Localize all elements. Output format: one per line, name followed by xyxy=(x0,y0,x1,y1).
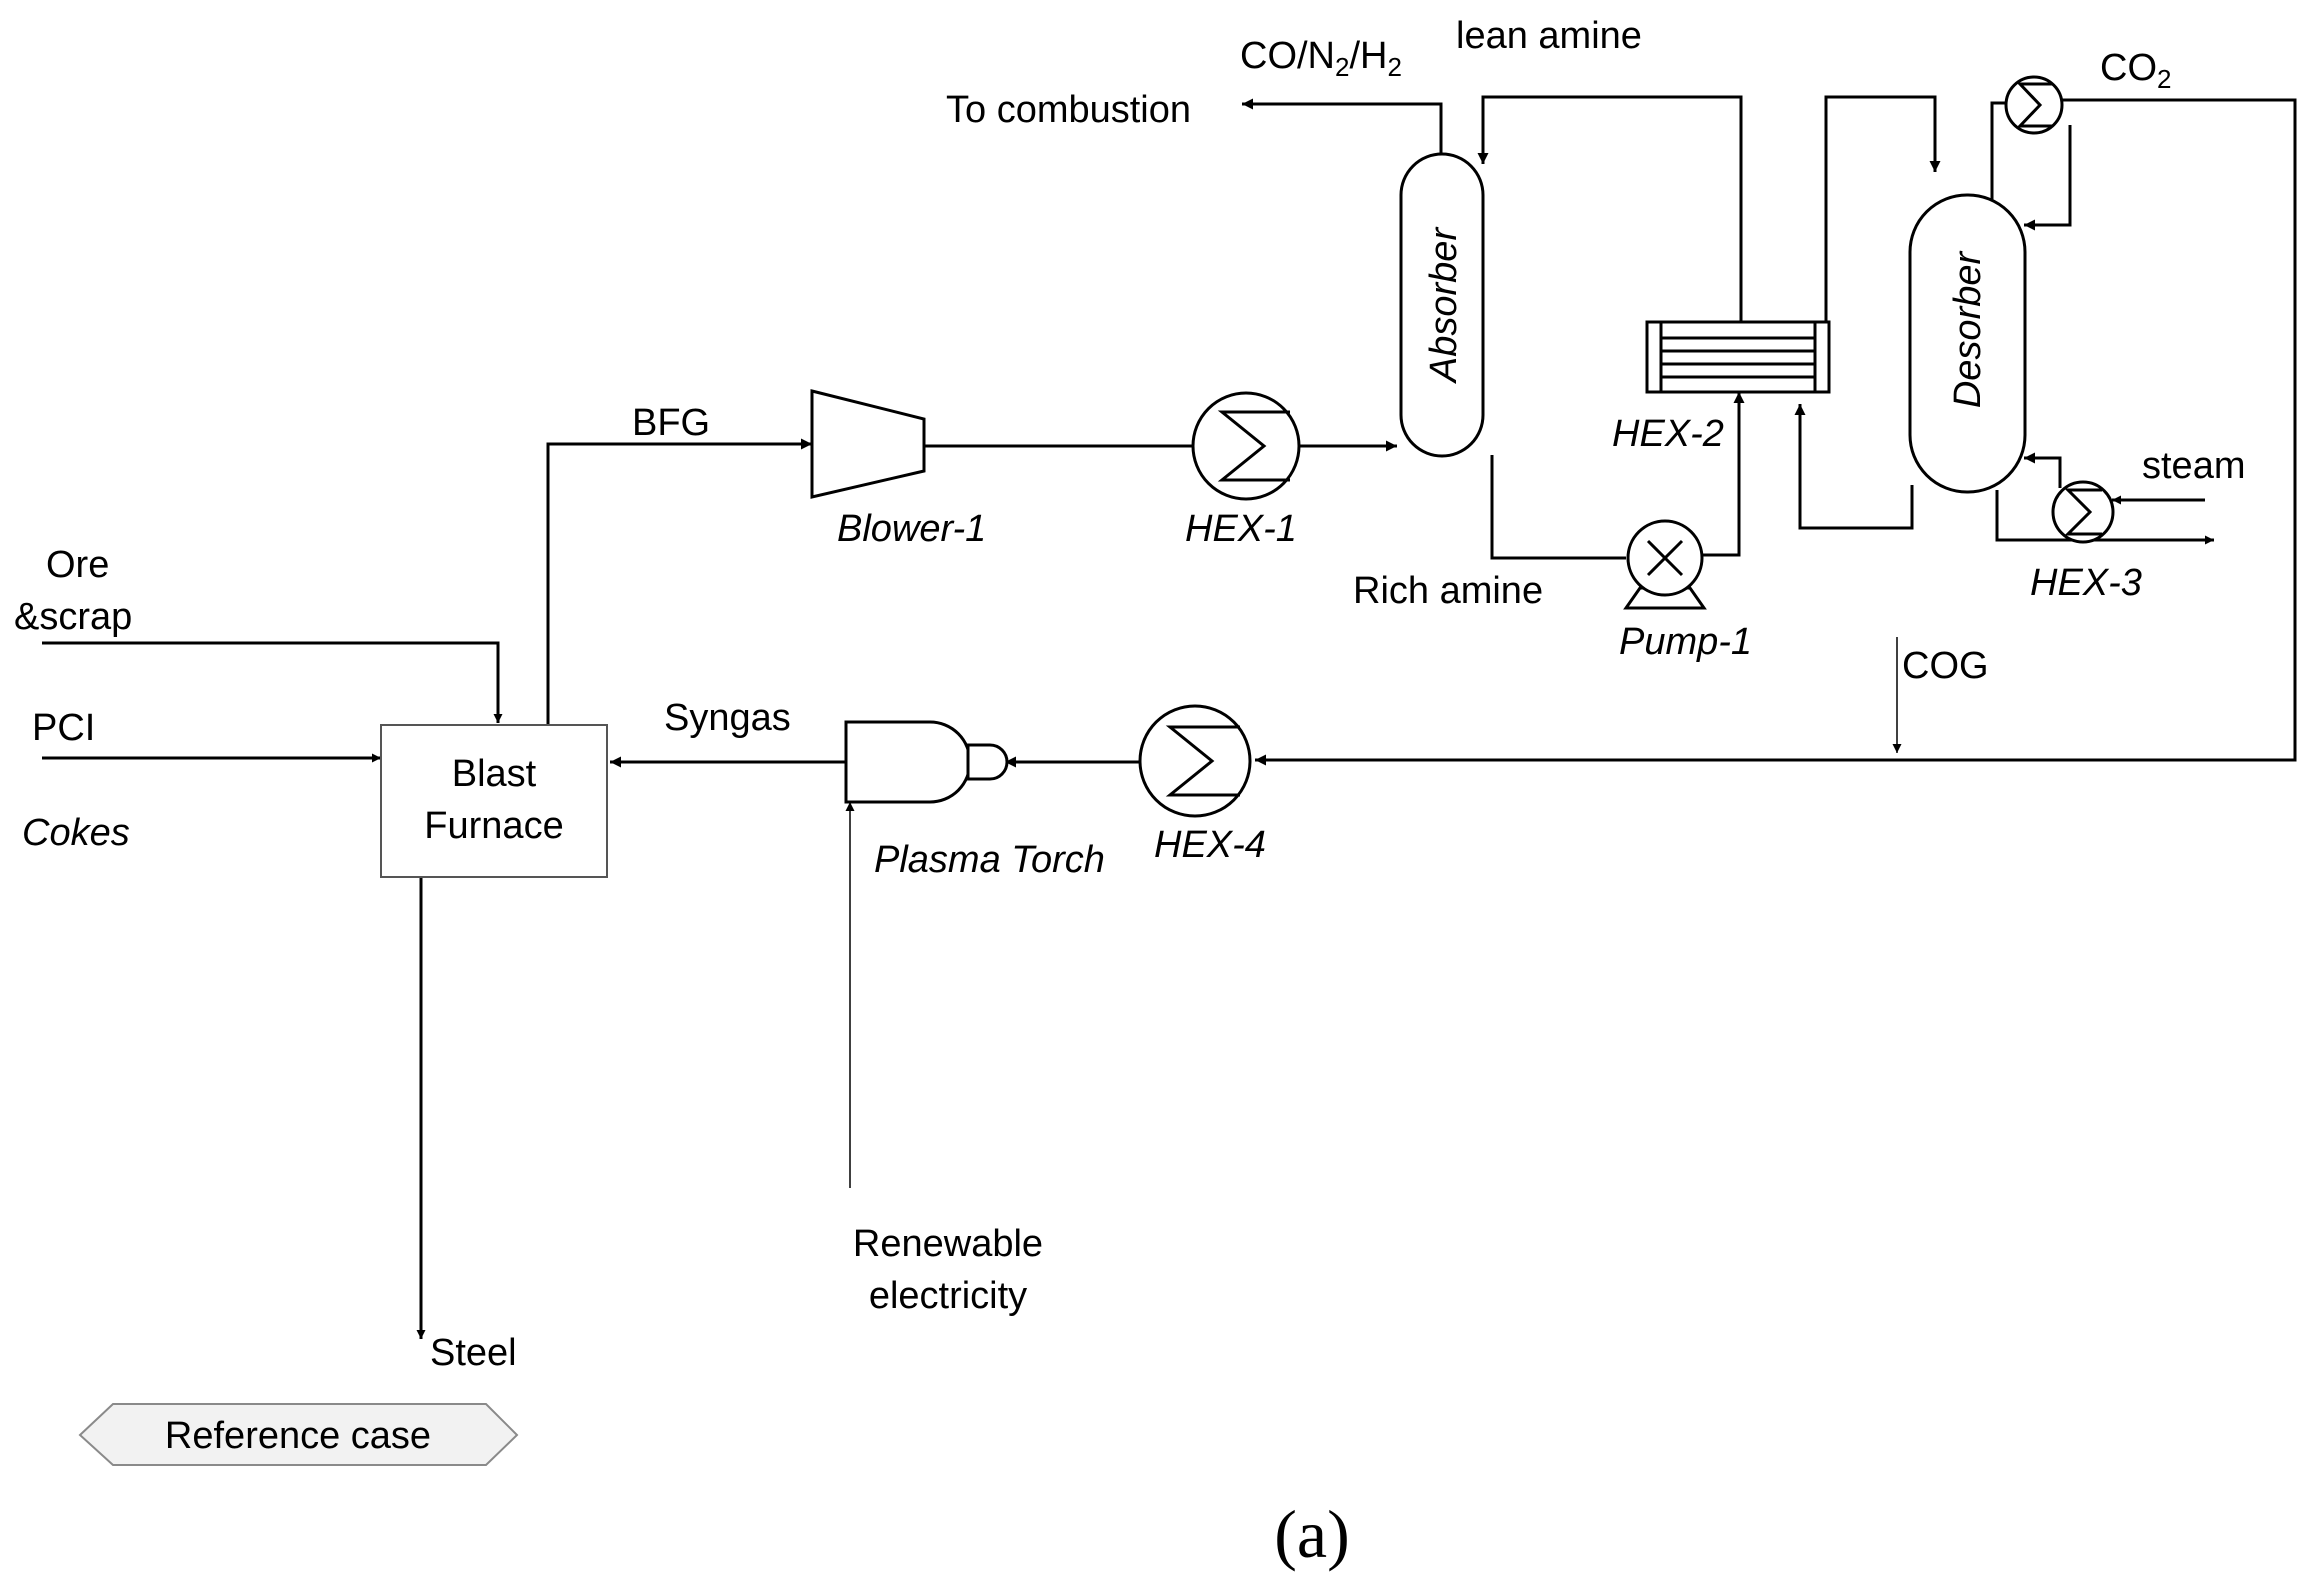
blower1-compressor xyxy=(810,389,926,499)
hex2-exchanger xyxy=(1645,320,1831,394)
hex4-exchanger xyxy=(1138,704,1252,818)
stream-reboiler-out xyxy=(2024,452,2062,488)
rich-amine-label: Rich amine xyxy=(1353,570,1543,612)
stream-rich-amine-to-desorber xyxy=(1824,95,1941,322)
figure-caption: (a) xyxy=(1274,1496,1349,1572)
desorber-column xyxy=(1908,193,2027,494)
stream-lean-amine xyxy=(1477,95,1743,322)
hex3-label: HEX-3 xyxy=(2030,562,2142,604)
stream-reboiler-in xyxy=(1995,490,2214,545)
desorber-label: Desorber xyxy=(1947,251,1989,409)
absorber-label: Absorber xyxy=(1423,227,1465,385)
stream-desorber-bottoms xyxy=(1794,404,1914,530)
co-n2-h2-label: CO/N2/H2 xyxy=(1240,35,1402,82)
cog-label: COG xyxy=(1902,645,1989,687)
renewable-label-line1: Renewable xyxy=(853,1223,1043,1265)
bfg-label: BFG xyxy=(632,402,710,444)
hex1-exchanger xyxy=(1191,391,1301,501)
steel-label: Steel xyxy=(430,1332,517,1374)
stream-bfg xyxy=(546,438,812,725)
stream-absorber-bottoms xyxy=(1490,455,1626,560)
hex1-label: HEX-1 xyxy=(1185,508,1297,550)
scrap-label: &scrap xyxy=(14,596,132,638)
condenser-exchanger xyxy=(2004,75,2064,135)
syngas-label: Syngas xyxy=(664,697,791,739)
blower1-label: Blower-1 xyxy=(837,508,986,550)
to-combustion-label: To combustion xyxy=(946,89,1191,131)
co2-label: CO2 xyxy=(2100,47,2171,94)
blast-furnace-label-line1: Blast xyxy=(452,753,537,795)
pump1-label: Pump-1 xyxy=(1619,621,1752,663)
cokes-label: Cokes xyxy=(22,812,130,854)
plasma-torch xyxy=(844,720,1009,804)
stream-reflux xyxy=(2024,125,2072,231)
ore-label: Ore xyxy=(46,544,109,586)
pci-label: PCI xyxy=(32,707,95,749)
stream-co2-recycle xyxy=(1255,98,2297,766)
plasma-torch-label: Plasma Torch xyxy=(874,839,1105,881)
stream-pump-outlet xyxy=(1702,392,1745,557)
reference-case-banner xyxy=(78,1403,519,1466)
blast-furnace-label-line2: Furnace xyxy=(424,805,563,847)
hex3-reboiler xyxy=(2051,480,2115,544)
hex4-label: HEX-4 xyxy=(1154,824,1266,866)
pump1 xyxy=(1623,519,1707,610)
hex2-label: HEX-2 xyxy=(1612,413,1724,455)
stream-ore-scrap xyxy=(42,641,503,723)
blast-furnace-box xyxy=(380,724,608,878)
reference-case-label: Reference case xyxy=(165,1415,431,1457)
renewable-label-line2: electricity xyxy=(869,1275,1027,1317)
steam-label: steam xyxy=(2142,445,2245,487)
lean-amine-label: lean amine xyxy=(1456,15,1642,57)
absorber-column xyxy=(1399,152,1485,458)
stream-absorber-overhead xyxy=(1242,98,1443,154)
